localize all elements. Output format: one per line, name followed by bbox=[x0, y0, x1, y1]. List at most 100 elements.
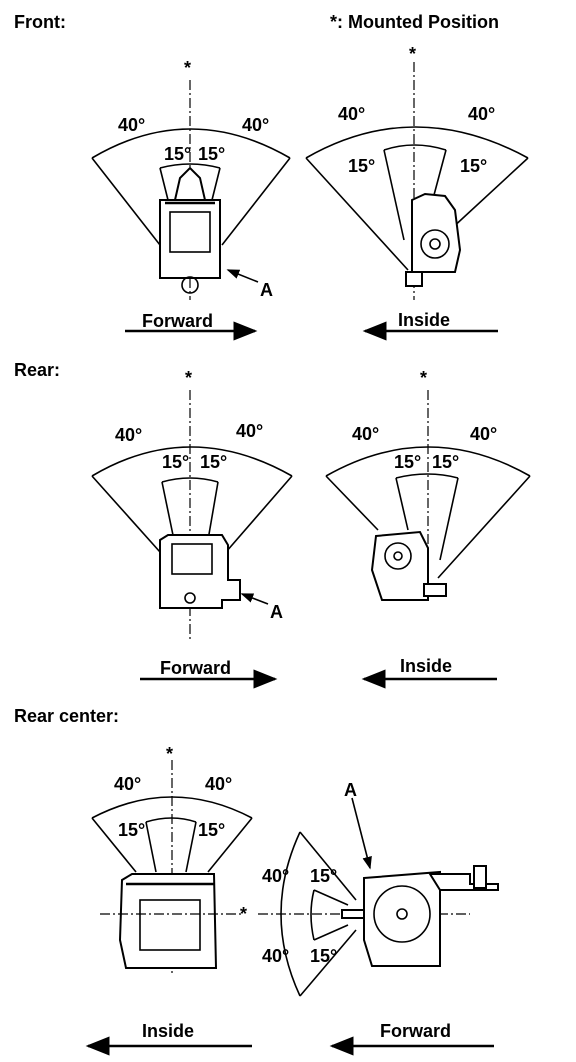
limit-line-left bbox=[305, 157, 409, 271]
rear-center-right-diagram bbox=[258, 797, 499, 1056]
direction-label-inside: Inside bbox=[142, 1021, 195, 1041]
angle-arc-15 bbox=[145, 817, 197, 823]
mounting-bracket bbox=[428, 873, 499, 891]
angle-label-15-right: 15° bbox=[460, 156, 488, 176]
section-title-rear: Rear: bbox=[14, 360, 61, 380]
angle-label-40-left: 40° bbox=[352, 424, 380, 444]
angle-label-15-left: 15° bbox=[394, 452, 422, 472]
angle-label-40-left: 40° bbox=[114, 774, 142, 794]
limit15-left bbox=[159, 167, 169, 201]
rear-left-diagram bbox=[91, 390, 293, 689]
limit15-left bbox=[161, 481, 175, 541]
direction-label-forward: Forward bbox=[160, 658, 232, 678]
retractor-top bbox=[173, 166, 207, 201]
asterisk-mark: * bbox=[185, 368, 193, 388]
angle-arc-15 bbox=[395, 473, 459, 479]
angle-arc-15 bbox=[310, 889, 315, 941]
limit15-left bbox=[395, 477, 409, 531]
limit-line-top bbox=[299, 831, 357, 901]
belt-guide bbox=[341, 909, 365, 919]
angle-arc-40 bbox=[91, 128, 291, 159]
asterisk-mark: * bbox=[420, 368, 428, 388]
rear-center-left-diagram bbox=[85, 760, 253, 1056]
leader-a bbox=[226, 269, 259, 283]
angle-label-40-bottom: 40° bbox=[262, 946, 290, 966]
angle-label-15-right: 15° bbox=[198, 144, 226, 164]
angle-label-40-left: 40° bbox=[118, 115, 146, 135]
angle-arc-40 bbox=[305, 126, 529, 159]
angle-label-40-right: 40° bbox=[470, 424, 498, 444]
limit-line-right bbox=[449, 157, 529, 231]
front-right-diagram bbox=[305, 62, 529, 341]
anchor-bolt bbox=[473, 865, 487, 889]
retractor-spool bbox=[420, 229, 450, 259]
retractor-window bbox=[139, 899, 201, 951]
limit-line-left bbox=[325, 475, 379, 531]
front-left-diagram bbox=[91, 80, 291, 341]
part-label-a: A bbox=[260, 280, 273, 300]
retractor-body bbox=[411, 192, 462, 273]
limit-line-bottom bbox=[299, 929, 357, 997]
part-label-a: A bbox=[270, 602, 283, 622]
limit-line-left bbox=[91, 157, 161, 246]
anchor-bolt bbox=[184, 592, 196, 604]
angle-label-40-right: 40° bbox=[236, 421, 264, 441]
limit15-right bbox=[185, 821, 197, 873]
angle-arc-15 bbox=[161, 477, 219, 483]
section-title-front: Front: bbox=[14, 12, 66, 32]
angle-label-40-right: 40° bbox=[205, 774, 233, 794]
angle-label-15-left: 15° bbox=[118, 820, 146, 840]
asterisk-mark: * bbox=[240, 904, 248, 924]
limit-line-right bbox=[207, 817, 253, 873]
rear-right-diagram bbox=[325, 390, 531, 689]
limit-line-right bbox=[437, 475, 531, 579]
leader-a bbox=[240, 593, 269, 605]
retractor-body bbox=[370, 530, 429, 601]
direction-label-inside: Inside bbox=[398, 310, 451, 330]
retractor-spool bbox=[373, 885, 431, 943]
angle-arc-40 bbox=[325, 446, 531, 477]
limit15-left bbox=[145, 821, 157, 873]
asterisk-mark: * bbox=[166, 744, 174, 764]
angle-label-40-top: 40° bbox=[262, 866, 290, 886]
section-title-rear-center: Rear center: bbox=[14, 706, 120, 726]
direction-label-inside: Inside bbox=[400, 656, 453, 676]
anchor-bolt bbox=[181, 276, 199, 294]
limit15-left bbox=[383, 149, 405, 241]
anchor-bolt bbox=[405, 271, 423, 287]
angle-label-40-left: 40° bbox=[338, 104, 366, 124]
anchor-bolt bbox=[423, 583, 447, 597]
angle-label-15-top: 15° bbox=[310, 866, 338, 886]
asterisk-mark: * bbox=[184, 58, 192, 78]
limit-line-left bbox=[91, 817, 137, 873]
angle-arc-15 bbox=[159, 163, 221, 169]
angle-label-15-bottom: 15° bbox=[310, 946, 338, 966]
asterisk-mark: * bbox=[409, 44, 417, 64]
angle-label-15-left: 15° bbox=[164, 144, 192, 164]
angle-arc-40 bbox=[91, 796, 253, 819]
angle-label-15-right: 15° bbox=[432, 452, 460, 472]
angle-label-40-right: 40° bbox=[468, 104, 496, 124]
limit-line-right bbox=[221, 157, 291, 246]
retractor-window bbox=[169, 211, 211, 253]
angle-label-15-right: 15° bbox=[198, 820, 226, 840]
retractor-body bbox=[159, 534, 241, 609]
angle-label-40-right: 40° bbox=[242, 115, 270, 135]
angle-label-15-right: 15° bbox=[200, 452, 228, 472]
angle-label-15-left: 15° bbox=[162, 452, 190, 472]
limit15-right bbox=[211, 167, 221, 201]
angle-arc-40 bbox=[91, 446, 293, 477]
retractor-window bbox=[171, 543, 213, 575]
limit15-right bbox=[439, 477, 459, 561]
angle-label-40-left: 40° bbox=[115, 425, 143, 445]
leader-a bbox=[351, 797, 372, 870]
angle-label-15-left: 15° bbox=[348, 156, 376, 176]
retractor-body bbox=[118, 873, 218, 969]
limit-line-left bbox=[91, 475, 161, 553]
angle-arc-40 bbox=[280, 831, 301, 997]
mounted-position-note: *: Mounted Position bbox=[330, 12, 499, 32]
angle-arc-15 bbox=[383, 144, 447, 151]
limit-line-right bbox=[225, 475, 293, 553]
limit15-right bbox=[207, 481, 219, 541]
